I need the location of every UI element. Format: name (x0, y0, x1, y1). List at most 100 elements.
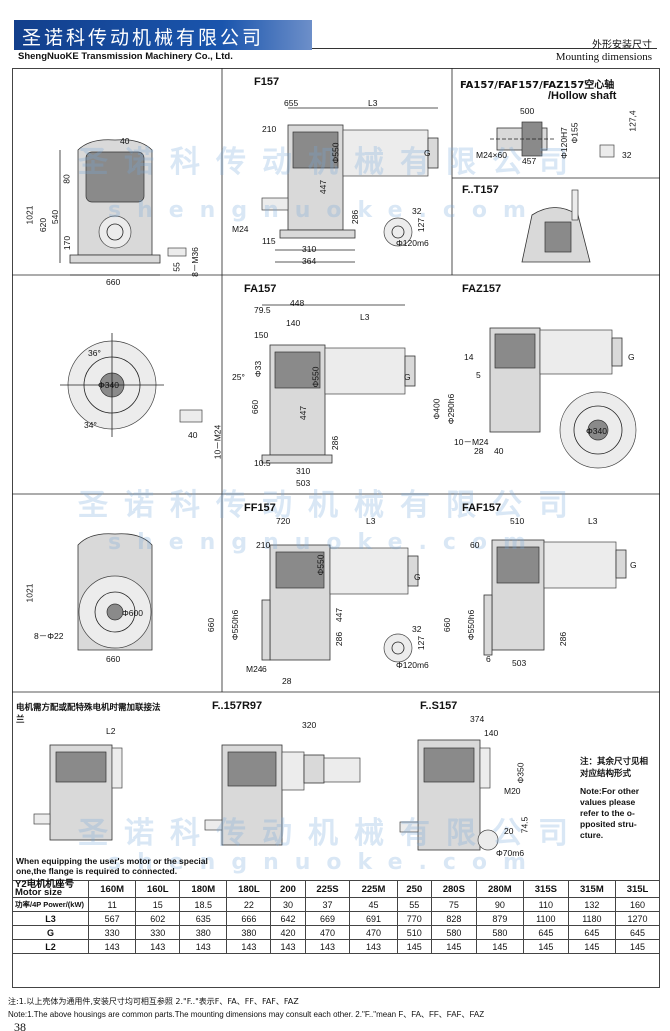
row-label-l3: L3 (12, 911, 89, 926)
table-cell: 180M (179, 880, 228, 898)
dim-660-ff2: 660 (206, 617, 217, 633)
table-cell: 666 (226, 911, 272, 926)
table-cell: 315S (523, 880, 569, 898)
dim-127-ff: 127 (416, 635, 427, 651)
dim-127: 127 (416, 217, 427, 233)
table-cell: 145 (615, 939, 660, 954)
table-cell: 30 (270, 897, 306, 912)
dim-550-ff: Φ550 (315, 554, 326, 576)
dim-140-s: 140 (484, 728, 499, 738)
faf157-drawing (483, 539, 627, 656)
table-cell: 143 (87, 939, 137, 954)
dim-140: 140 (286, 318, 301, 328)
table-row-l2: L2 143 143 143 143 143 143 143 145 145 1… (12, 939, 660, 954)
doc-title-cn: 外形安装尺寸 (592, 40, 652, 51)
table-cell: 642 (270, 911, 306, 926)
table-row-power: 功率/4P Power/(kW) 11 15 18.5 22 30 37 45 … (12, 897, 660, 912)
section-title-s157: F..S157 (420, 700, 458, 712)
dim-33: Φ33 (253, 360, 264, 378)
dim-503: 503 (296, 478, 311, 488)
fa157-flange-view (60, 333, 203, 437)
dim-70m6: Φ70m6 (496, 848, 525, 858)
table-cell: 330 (135, 925, 181, 940)
table-cell: 420 (270, 925, 306, 940)
table-cell: 45 (349, 897, 398, 912)
table-cell: 669 (304, 911, 351, 926)
dim-g-faf: G (630, 560, 637, 570)
header-rule (312, 48, 657, 49)
table-cell: 879 (475, 911, 525, 926)
fs157-drawing (399, 739, 499, 851)
dim-286-ff: 286 (334, 631, 345, 647)
dim-210: 210 (262, 124, 277, 134)
dim-g-f157: G (424, 148, 431, 158)
dim-550h6-faf: Φ550h6 (466, 609, 477, 641)
dim-290h6: Φ290h6 (446, 393, 457, 425)
front-view-drawing (59, 139, 187, 276)
flange-housing-drawing (33, 744, 123, 841)
table-row-g: G 330 330 380 380 420 470 470 510 580 58… (12, 925, 660, 940)
table-cell: 645 (567, 925, 617, 940)
table-cell: 11 (87, 897, 137, 912)
dim-310: 310 (302, 244, 317, 254)
dim-32-ff: 32 (412, 624, 422, 634)
ff157-front-view (77, 533, 153, 651)
dim-m20: M20 (504, 786, 521, 796)
dim-350: Φ350 (515, 762, 526, 784)
dim-448: 448 (290, 298, 305, 308)
watermark-cn-1: 圣诺科传动机械有限公司 (78, 145, 584, 180)
dim-80: 80 (61, 174, 72, 184)
footer-note-en: Note:1.The above housings are common par… (8, 1010, 485, 1019)
dim-6-faf: 6 (486, 654, 491, 664)
faz157-drawing (489, 327, 637, 469)
dim-210-ff: 210 (256, 540, 271, 550)
dim-28-ff: 28 (282, 676, 292, 686)
dim-447: 447 (318, 179, 329, 195)
table-cell: 160M (87, 880, 137, 898)
dim-510: 510 (510, 516, 525, 526)
dim-286-faf: 286 (558, 631, 569, 647)
note-other-en: Note:For other values please refer to th… (580, 786, 640, 840)
dim-286: 286 (350, 209, 361, 225)
table-cell: 770 (396, 911, 432, 926)
dim-127-4: 127,4 (627, 110, 638, 132)
dim-6-ff: 6 (262, 664, 267, 674)
note-other-cn: 注：其余尺寸见相对应结构形式 (580, 757, 649, 779)
table-cell: 635 (179, 911, 228, 926)
table-cell: 110 (523, 897, 569, 912)
dim-155: Φ155 (569, 122, 580, 144)
f157r97-drawing (204, 744, 361, 846)
table-cell: 1180 (567, 911, 617, 926)
dim-550h6: Φ550h6 (230, 609, 241, 641)
page-header: 圣诺科传动机械有限公司 ShengNuoKE Transmission Mach… (0, 0, 670, 63)
table-row-l3: L3 567 602 635 666 642 669 691 770 828 8… (12, 911, 660, 926)
dim-10-m24: 10－M24 (212, 424, 223, 460)
dim-79-5: 79.5 (254, 305, 271, 315)
table-cell: 145 (523, 939, 569, 954)
table-cell: 145 (567, 939, 617, 954)
table-cell: 225M (349, 880, 398, 898)
dim-l3-ff: L3 (366, 516, 376, 526)
table-cell: 145 (475, 939, 525, 954)
dim-m24: M24 (232, 224, 249, 234)
dim-620: 620 (38, 217, 49, 233)
f157-drawing (261, 107, 439, 263)
dim-10-m24-faz: 10－M24 (454, 437, 489, 447)
dim-l3-fa157: L3 (360, 312, 370, 322)
dim-l3-faf: L3 (588, 516, 598, 526)
dim-1021-ff: 1021 (24, 583, 35, 603)
footer-note-cn: 注:1.以上壳体为通用件,安装尺寸均可相互参照 2."F.."表示F、FA、FF… (8, 997, 299, 1006)
dim-8-m36: 8－M36 (189, 247, 200, 277)
dim-25deg: 25° (232, 372, 245, 382)
table-cell: 280M (475, 880, 525, 898)
dim-120m6: Φ120m6 (396, 238, 429, 248)
watermark-en-1: shengnuoke.com (108, 198, 542, 223)
dim-34deg: 34° (84, 420, 97, 430)
section-title-fa157: FA157 (244, 283, 277, 295)
table-cell: 160L (135, 880, 181, 898)
note-flange-cn: 电机需方配或配特殊电机时需加联接法兰 (16, 703, 161, 725)
table-cell: 280S (430, 880, 477, 898)
row-label-motor-size: Y2电机机座号 Motor size (12, 880, 89, 898)
dim-170: 170 (62, 235, 73, 251)
